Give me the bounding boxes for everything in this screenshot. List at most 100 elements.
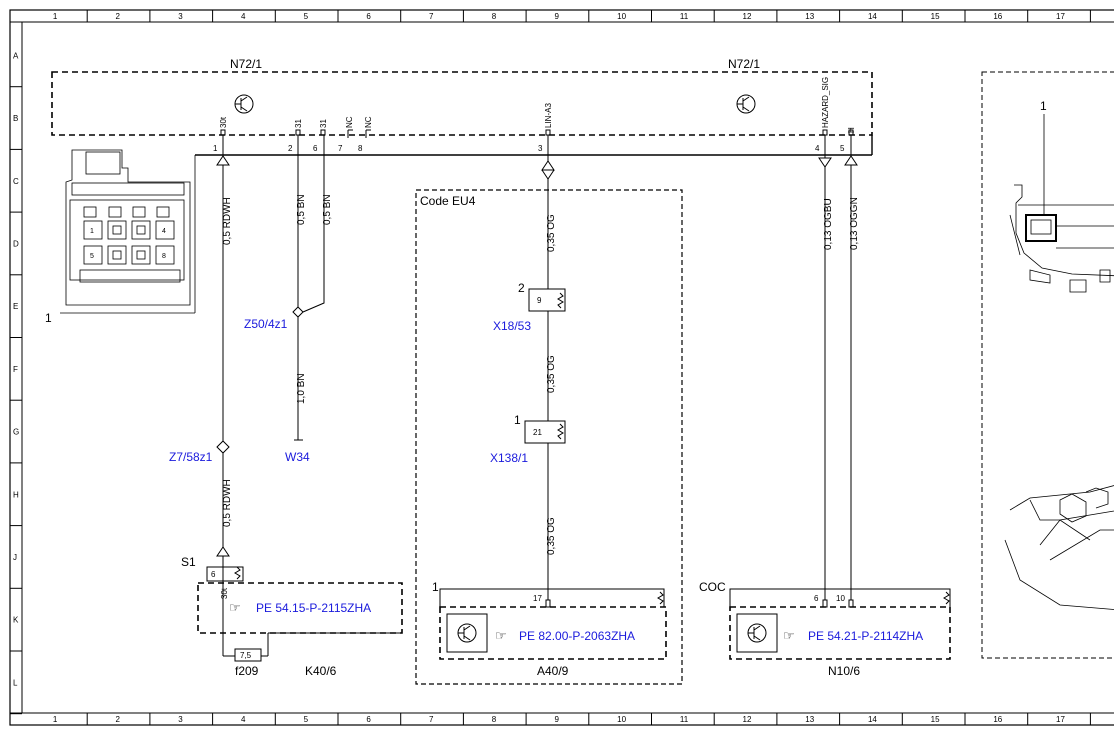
connector-cell-5: 5 [90,253,94,260]
pin-num-2: 2 [288,144,293,153]
grid-row-label: H [13,490,19,499]
x138-pin: 21 [533,428,542,437]
diagram-frame [9,9,1114,726]
code-eu4-label: Code EU4 [420,194,476,208]
connector-x18-link[interactable]: X18/53 [493,319,531,333]
splice-z7-link[interactable]: Z7/58z1 [169,450,213,464]
wire-label: 0,5 BN [322,194,333,225]
module-n72-1: N72/1 N72/1 30t 31 31 NC NC LIN-A3 HAZAR… [51,57,873,153]
grid-column-label: 14 [868,715,877,724]
k40-pin-side: 30t [220,587,229,599]
f209-label: f209 [235,664,259,678]
ground-w34-link[interactable]: W34 [285,450,310,464]
grid-column-label: 11 [680,715,689,724]
transistor-symbol-icon [234,94,254,114]
pin-num-1: 1 [213,144,218,153]
grid-column-label: 6 [366,12,371,21]
grid-column-label: 13 [805,715,814,724]
grid-column-label: 6 [366,715,371,724]
a40-ref-link[interactable]: PE 82.00-P-2063ZHA [519,629,635,643]
grid-column-label: 5 [304,715,309,724]
grid-ticks [10,10,1091,725]
grid-column-label: 9 [554,715,559,724]
connector-photo-label: 1 [45,311,52,325]
instrument-photo [1004,114,1114,610]
pin-num-5: 5 [840,144,845,153]
pin-name-hazard: HAZARD_SIG [821,77,830,128]
n10-coc: COC [699,580,726,594]
pin-num-6: 6 [313,144,318,153]
a40-pin: 17 [533,594,542,603]
grid-column-label: 3 [178,715,183,724]
wire-label: 0,35 OG [546,355,557,393]
grid-row-label: C [13,177,19,186]
pin-name-lin: LIN-A3 [544,103,553,128]
grid-column-label: 16 [993,12,1002,21]
wire-label: 0,13 OGBU [823,198,834,250]
grid-labels: 1122334455667788991010111112121313141415… [13,12,1065,724]
wire-label: 0,13 OGGN [849,197,860,250]
transistor-symbol-icon [736,94,756,114]
transistor-symbol-icon [457,623,477,643]
pin-name-h: H [847,127,856,133]
module-a40 [439,588,667,660]
pin-num-3: 3 [538,144,543,153]
pin-name-30t: 30t [219,116,228,128]
n10-ref-link[interactable]: PE 54.21-P-2114ZHA [808,629,923,643]
grid-column-label: 1 [53,12,58,21]
grid-column-label: 7 [429,12,434,21]
right-photo-box [981,71,1114,659]
hand-pointer-icon: ☞ [783,628,795,643]
grid-column-label: 15 [931,12,940,21]
k40-pin-top: 6 [211,570,216,579]
connector-x138-link[interactable]: X138/1 [490,451,528,465]
pin-num-4: 4 [815,144,820,153]
a40-label: A40/9 [537,664,569,678]
a40-num: 1 [432,580,439,594]
x18-pin: 9 [537,296,542,305]
grid-column-label: 10 [617,12,626,21]
grid-column-label: 17 [1056,12,1065,21]
grid-column-label: 17 [1056,715,1065,724]
n10-pin10: 10 [836,594,845,603]
fuse-relay-k40 [197,566,403,662]
connector-x18 [528,288,566,312]
grid-column-label: 13 [805,12,814,21]
grid-column-label: 9 [554,12,559,21]
n10-pin6: 6 [814,594,819,603]
splice-z50-link[interactable]: Z50/4z1 [244,317,288,331]
grid-column-label: 11 [680,12,689,21]
module-label-right: N72/1 [728,57,760,71]
grid-row-label: E [13,302,18,311]
grid-column-label: 7 [429,715,434,724]
wire-label: 0,5 RDWH [222,197,233,245]
module-n10 [729,588,951,660]
grid-column-label: 8 [492,715,497,724]
grid-column-label: 4 [241,715,246,724]
n10-label: N10/6 [828,664,860,678]
grid-row-label: J [13,553,17,562]
pin-name-nc2: NC [364,116,373,128]
grid-column-label: 10 [617,715,626,724]
grid-row-label: G [13,428,19,437]
pin-name-nc1: NC [345,116,354,128]
f209-value: 7,5 [240,651,252,660]
k40-label: K40/6 [305,664,337,678]
x138-num: 1 [514,413,521,427]
x18-num: 2 [518,281,525,295]
connector-cell-8: 8 [162,253,166,260]
grid-row-label: D [13,239,19,248]
k40-ref-link[interactable]: PE 54.15-P-2115ZHA [256,601,371,615]
wire-label: 1,0 BN [296,373,307,404]
hand-pointer-icon: ☞ [229,600,241,615]
wire-label: 0,35 OG [546,517,557,555]
grid-column-label: 8 [492,12,497,21]
k40-s1: S1 [181,555,196,569]
connector-photo [60,135,873,314]
right-photo-label: 1 [1040,99,1047,113]
grid-column-label: 14 [868,12,877,21]
grid-column-label: 12 [743,715,752,724]
grid-row-label: K [13,616,19,625]
pin-num-8: 8 [358,144,363,153]
